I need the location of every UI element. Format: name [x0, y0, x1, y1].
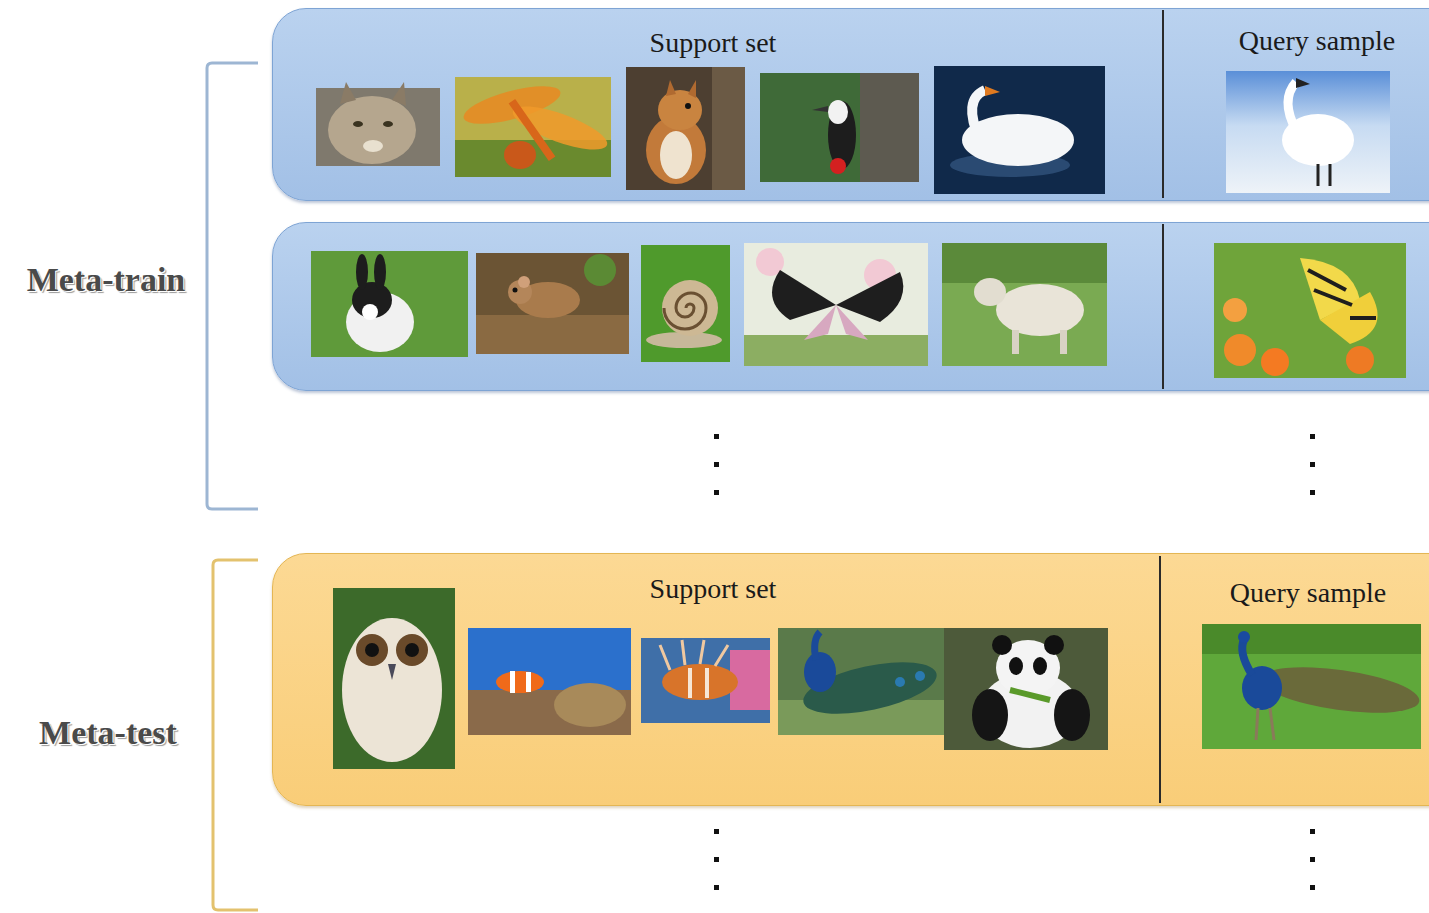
query-sample-heading: Query sample — [1230, 577, 1386, 609]
query-sample-heading: Query sample — [1239, 25, 1395, 57]
phase-label: Meta-train — [27, 260, 186, 299]
support-set-heading: Support set — [650, 573, 777, 605]
phase-label: Meta-test — [39, 713, 177, 752]
support-set-heading: Support set — [650, 27, 777, 59]
